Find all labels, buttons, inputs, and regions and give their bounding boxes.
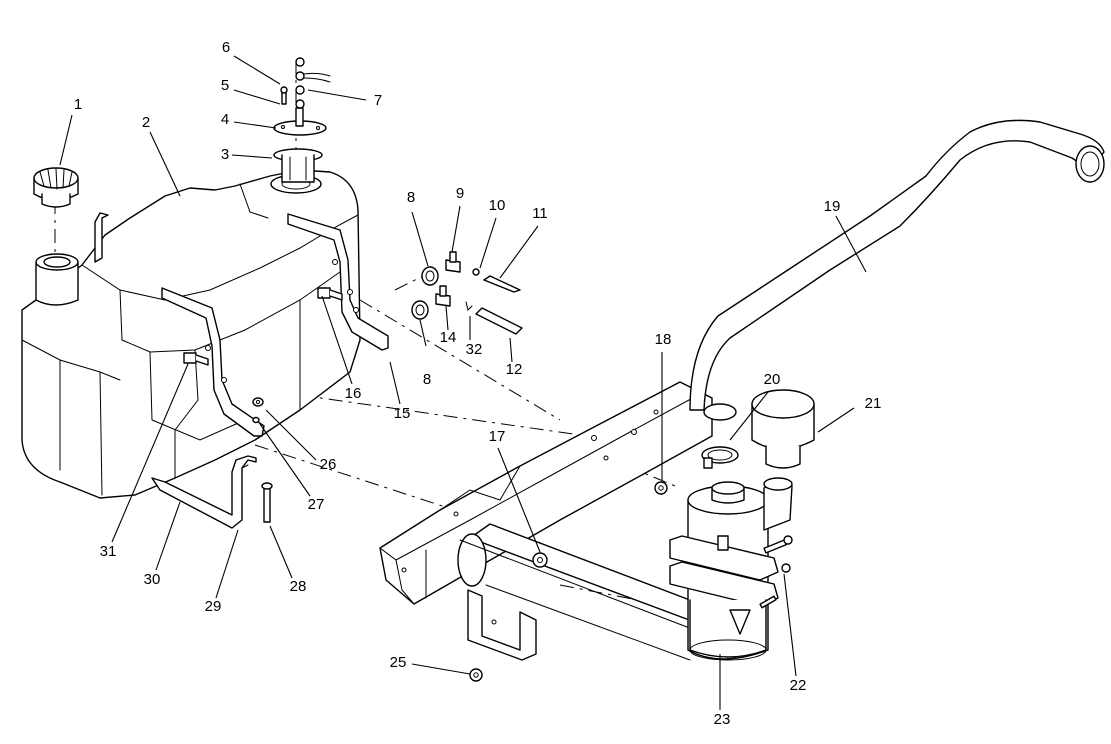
fuel-hose-11 [483, 275, 521, 293]
callout-29: 29 [205, 598, 222, 615]
fuel-cap [33, 167, 79, 208]
callout-5: 5 [221, 77, 229, 94]
callout-18: 18 [655, 331, 672, 348]
air-intake-hose [689, 119, 1105, 421]
callout-10: 10 [489, 197, 506, 214]
hose-clamp-20 [701, 446, 739, 469]
bolt-31 [183, 352, 209, 366]
callout-31: 31 [100, 543, 117, 560]
callout-32: 32 [466, 341, 483, 358]
callout-6: 6 [222, 39, 230, 56]
callout-14: 14 [440, 329, 457, 346]
callout-11: 11 [532, 205, 548, 222]
fitting-14 [435, 285, 451, 307]
callout-22: 22 [790, 677, 807, 694]
nut-26 [252, 397, 264, 407]
callout-1: 1 [74, 96, 82, 113]
fuel-hose-12 [475, 307, 523, 335]
callout-12: 12 [506, 361, 523, 378]
callout-3: 3 [221, 146, 229, 163]
callout-7: 7 [374, 92, 382, 109]
tank-support-bracket [151, 455, 257, 529]
callout-17: 17 [489, 428, 506, 445]
support-plate [467, 589, 537, 661]
callout-20: 20 [764, 371, 781, 388]
callout-labels: 1 2 3 4 5 6 7 8 8 9 10 11 12 14 15 16 17… [74, 39, 882, 728]
nut-25 [469, 668, 483, 682]
nut-17 [532, 552, 548, 568]
fitting-9 [445, 251, 461, 273]
nut-18 [654, 481, 668, 495]
callout-28: 28 [290, 578, 307, 595]
callout-4: 4 [221, 111, 229, 128]
callout-8-upper: 8 [407, 189, 415, 206]
leader-lines [59, 55, 867, 710]
washer-27 [252, 416, 260, 424]
hose-clamp-upper [421, 266, 439, 286]
hose-clamp-small-10 [472, 268, 480, 276]
callout-25: 25 [390, 654, 407, 671]
callout-21: 21 [865, 395, 882, 412]
fuel-tank [21, 169, 361, 499]
callout-27: 27 [308, 496, 325, 513]
callout-30: 30 [144, 571, 161, 588]
callout-8-lower: 8 [423, 371, 431, 388]
tank-strap-front [161, 287, 265, 437]
bolt-22 [759, 535, 793, 609]
precleaner-cap [751, 389, 815, 469]
hose-clamp-lower [411, 300, 429, 320]
callout-26: 26 [320, 456, 337, 473]
tank-strap-rear [287, 213, 389, 351]
cross-tube [457, 523, 717, 661]
air-cleaner [669, 477, 793, 661]
bolt-28 [261, 482, 273, 523]
fuel-sender-assembly [273, 57, 331, 183]
callout-9: 9 [456, 185, 464, 202]
callout-16: 16 [345, 385, 362, 402]
bolt-16 [317, 287, 343, 301]
callout-15: 15 [394, 405, 411, 422]
clip-32 [465, 301, 473, 311]
callout-2: 2 [142, 114, 150, 131]
callout-23: 23 [714, 711, 731, 728]
callout-19: 19 [824, 198, 841, 215]
